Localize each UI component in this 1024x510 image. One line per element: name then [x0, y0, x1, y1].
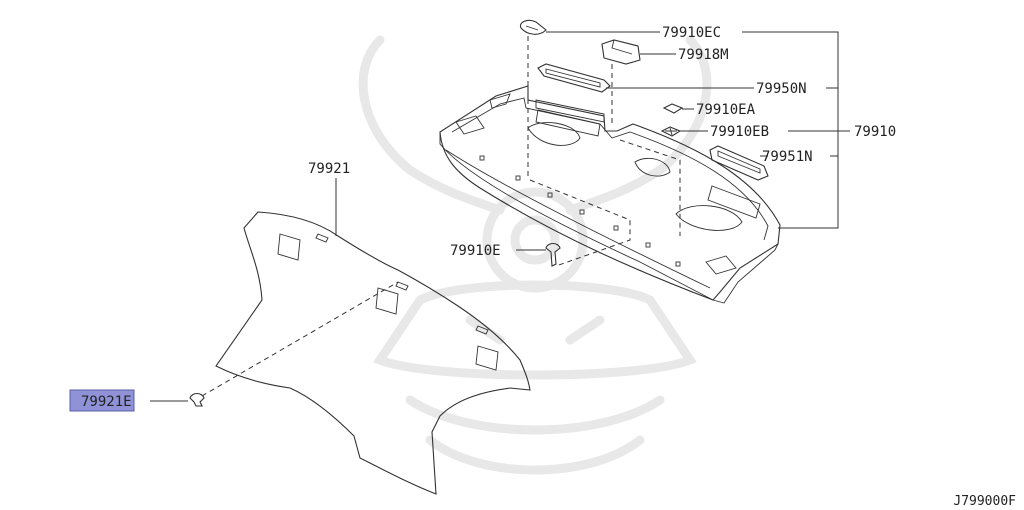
- parcel-shelf-part: [439, 85, 781, 304]
- selected-part-highlight: [69, 389, 135, 412]
- grommet-79918M-part: [601, 39, 641, 65]
- cover-79950N-part: [537, 63, 611, 93]
- leader-lines: [150, 31, 850, 402]
- callout-79910[interactable]: 79910: [854, 124, 896, 140]
- diagram-code: J799000F: [953, 494, 1016, 509]
- fastener-79910E-part: [545, 242, 561, 267]
- callout-79910EC[interactable]: 79910EC: [662, 25, 721, 41]
- callout-79921E[interactable]: 79921E: [81, 394, 132, 410]
- clip-79910EC-part: [519, 19, 547, 35]
- clip-79910EA-part: [662, 103, 684, 114]
- part-callouts: 79910EC 79918M 79950N 79910EA 79910EB 79…: [81, 25, 896, 410]
- callout-79910EA[interactable]: 79910EA: [696, 102, 756, 118]
- callout-79910EB[interactable]: 79910EB: [710, 124, 769, 140]
- callout-79951N[interactable]: 79951N: [762, 149, 813, 165]
- cover-79951N-part: [709, 145, 769, 181]
- clip-79921E-part: [189, 392, 205, 407]
- clip-79910EB-part: [660, 126, 682, 137]
- trunk-trim-part: [215, 211, 531, 495]
- installation-guide-lines: [201, 36, 681, 397]
- callout-79921[interactable]: 79921: [308, 161, 350, 177]
- watermark-emblem: [358, 35, 712, 475]
- callout-79918M[interactable]: 79918M: [678, 47, 729, 63]
- callout-79910E[interactable]: 79910E: [450, 243, 501, 259]
- callout-79950N[interactable]: 79950N: [756, 81, 807, 97]
- shelf-clip-holes: [479, 155, 681, 267]
